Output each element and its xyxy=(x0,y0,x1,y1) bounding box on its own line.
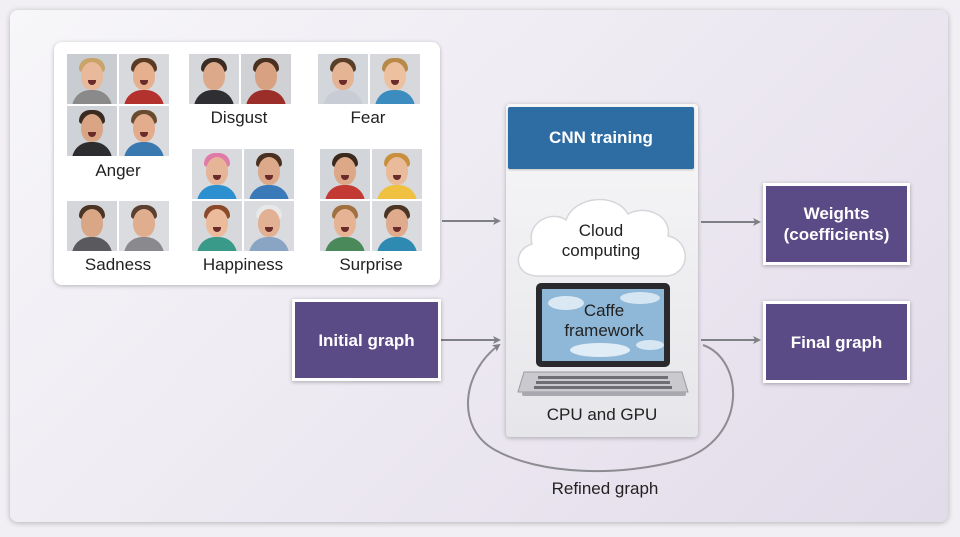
surprise-photo xyxy=(320,149,370,199)
initial-graph-box: Initial graph xyxy=(292,299,441,381)
sadness-photo xyxy=(67,201,117,251)
happiness-photo xyxy=(192,149,242,199)
final-graph-label: Final graph xyxy=(790,332,883,352)
emotion-label-fear: Fear xyxy=(350,108,386,127)
weights-label: Weights xyxy=(803,204,870,223)
emotion-label-surprise: Surprise xyxy=(339,255,403,274)
emotion-label-happiness: Happiness xyxy=(202,255,284,274)
emotion-label-sadness: Sadness xyxy=(84,255,152,274)
coefficients-label: (coefficients) xyxy=(783,225,890,244)
cloud-icon xyxy=(517,198,686,277)
sadness-photo xyxy=(119,201,169,251)
refined-graph-label: Refined graph xyxy=(551,479,659,498)
cpu-gpu-label: CPU and GPU xyxy=(546,405,658,424)
cnn-training-box: CNN training xyxy=(508,107,694,169)
anger-photo xyxy=(119,54,169,104)
emotion-label-anger: Anger xyxy=(95,161,141,180)
anger-photo xyxy=(67,54,117,104)
weights-box: Weights (coefficients) xyxy=(763,183,910,265)
happiness-photo xyxy=(244,149,294,199)
surprise-photo xyxy=(372,201,422,251)
refined-graph-loop xyxy=(466,343,734,473)
initial-graph-label: Initial graph xyxy=(318,330,415,350)
anger-photo xyxy=(119,106,169,156)
caffe-framework-label: Caffe framework xyxy=(564,301,644,340)
emotion-photo-panel: Anger Disgust Fear Sadness Happiness Sur… xyxy=(54,42,440,285)
surprise-photo xyxy=(320,201,370,251)
surprise-photo xyxy=(372,149,422,199)
laptop-icon xyxy=(517,283,689,396)
fear-photo xyxy=(370,54,420,104)
cloud-computing-label: Cloud computing xyxy=(561,221,641,260)
disgust-photo xyxy=(189,54,239,104)
anger-photo xyxy=(67,106,117,156)
final-graph-box: Final graph xyxy=(763,301,910,383)
disgust-photo xyxy=(241,54,291,104)
happiness-photo xyxy=(192,201,242,251)
emotion-label-disgust: Disgust xyxy=(210,108,268,127)
fear-photo xyxy=(318,54,368,104)
happiness-photo xyxy=(244,201,294,251)
